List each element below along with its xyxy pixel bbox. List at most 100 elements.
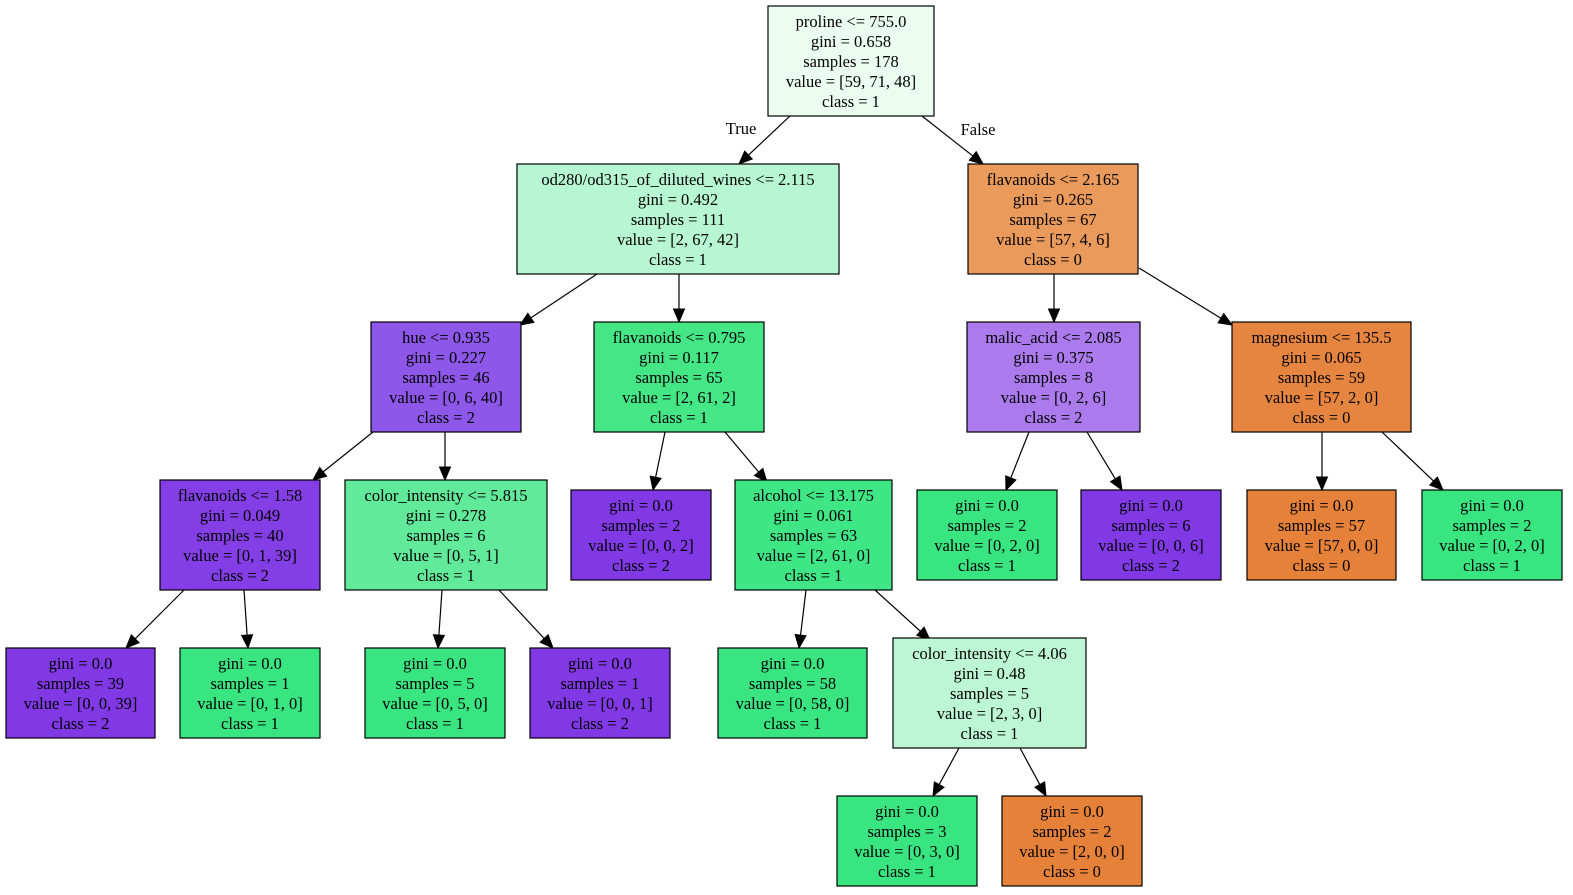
node-line: gini = 0.265 (1013, 190, 1093, 209)
edge-line (799, 589, 807, 636)
node-line: samples = 57 (1278, 516, 1365, 535)
node-line: gini = 0.0 (1460, 496, 1524, 515)
edge-line (1019, 747, 1041, 785)
node-line: flavanoids <= 1.58 (178, 486, 302, 505)
node-line: od280/od315_of_diluted_wines <= 2.115 (541, 170, 814, 189)
arrowhead-icon (1109, 475, 1123, 492)
node-line: value = [0, 1, 39] (183, 546, 297, 565)
arrowhead-icon (1217, 312, 1234, 326)
node-line: samples = 2 (1033, 822, 1112, 841)
node-line: samples = 111 (631, 210, 725, 229)
node-line: class = 2 (1025, 408, 1083, 427)
edge-n8-n17 (432, 589, 446, 650)
node-box (1421, 489, 1563, 581)
node-line: value = [0, 2, 6] (1001, 388, 1107, 407)
edge-n5-n12 (1086, 431, 1123, 492)
edge-line (322, 431, 374, 473)
edge-line (498, 589, 545, 639)
edge-line (874, 589, 921, 632)
node-box (159, 479, 321, 591)
arrowhead-icon (672, 308, 686, 324)
node-line: value = [0, 2, 0] (934, 536, 1040, 555)
node-line: color_intensity <= 5.815 (365, 486, 528, 505)
node-line: gini = 0.0 (609, 496, 673, 515)
node-line: value = [0, 0, 6] (1098, 536, 1204, 555)
node-line: samples = 2 (1453, 516, 1532, 535)
node-line: value = [0, 5, 1] (393, 546, 499, 565)
node-line: samples = 178 (803, 52, 898, 71)
node-box (570, 489, 712, 581)
node-line: value = [0, 1, 0] (197, 694, 303, 713)
node-line: class = 2 (571, 714, 629, 733)
edge-n20-n22 (1019, 747, 1047, 798)
node-line: flavanoids <= 0.795 (613, 328, 746, 347)
node-line: alcohol <= 13.175 (753, 486, 874, 505)
edge-line (530, 273, 598, 319)
arrowhead-icon (753, 467, 768, 483)
node-line: samples = 2 (948, 516, 1027, 535)
node-line: value = [0, 58, 0] (736, 694, 850, 713)
node-box (593, 321, 765, 433)
edge-label-false: False (961, 120, 996, 139)
edge-n3-n7 (311, 431, 374, 481)
node-line: class = 1 (406, 714, 464, 733)
node-line: value = [0, 5, 0] (382, 694, 488, 713)
node-line: proline <= 755.0 (796, 12, 907, 31)
node-box (967, 163, 1139, 275)
edge-n1-n3 (518, 273, 598, 326)
arrowhead-icon (1315, 476, 1329, 492)
node-line: class = 2 (1122, 556, 1180, 575)
node-line: samples = 3 (868, 822, 947, 841)
node-line: class = 1 (417, 566, 475, 585)
node-line: class = 1 (822, 92, 880, 111)
node-line: value = [57, 0, 0] (1265, 536, 1379, 555)
node-line: gini = 0.0 (218, 654, 282, 673)
node-line: gini = 0.0 (1040, 802, 1104, 821)
node-line: gini = 0.0 (1119, 496, 1183, 515)
node-line: class = 1 (1463, 556, 1521, 575)
arrowhead-icon (1047, 308, 1061, 324)
edge-n10-n19 (794, 589, 807, 650)
node-line: class = 1 (961, 724, 1019, 743)
node-line: gini = 0.061 (773, 506, 853, 525)
node-line: class = 0 (1043, 862, 1101, 881)
node-line: class = 2 (417, 408, 475, 427)
arrowhead-icon (125, 634, 140, 649)
node-box (966, 321, 1141, 433)
tree-edges (125, 115, 1444, 798)
arrowhead-icon (738, 150, 754, 165)
node-line: gini = 0.278 (406, 506, 486, 525)
node-box (5, 647, 156, 739)
node-line: class = 2 (52, 714, 110, 733)
node-line: gini = 0.0 (761, 654, 825, 673)
node-line: samples = 1 (561, 674, 640, 693)
node-box (1231, 321, 1412, 433)
edge-n7-n16 (240, 589, 254, 650)
node-line: magnesium <= 135.5 (1251, 328, 1391, 347)
node-line: gini = 0.0 (955, 496, 1019, 515)
node-line: samples = 40 (196, 526, 283, 545)
node-line: class = 1 (221, 714, 279, 733)
edge-label-true: True (726, 119, 757, 138)
edge-n7-n15 (125, 589, 185, 649)
node-line: value = [0, 0, 1] (547, 694, 653, 713)
edge-n0-n2 (921, 115, 985, 165)
arrowhead-icon (794, 633, 807, 650)
edge-line (1381, 431, 1434, 482)
node-line: gini = 0.658 (811, 32, 891, 51)
node-box (836, 795, 978, 887)
node-line: samples = 39 (37, 674, 124, 693)
arrowhead-icon (539, 633, 554, 649)
